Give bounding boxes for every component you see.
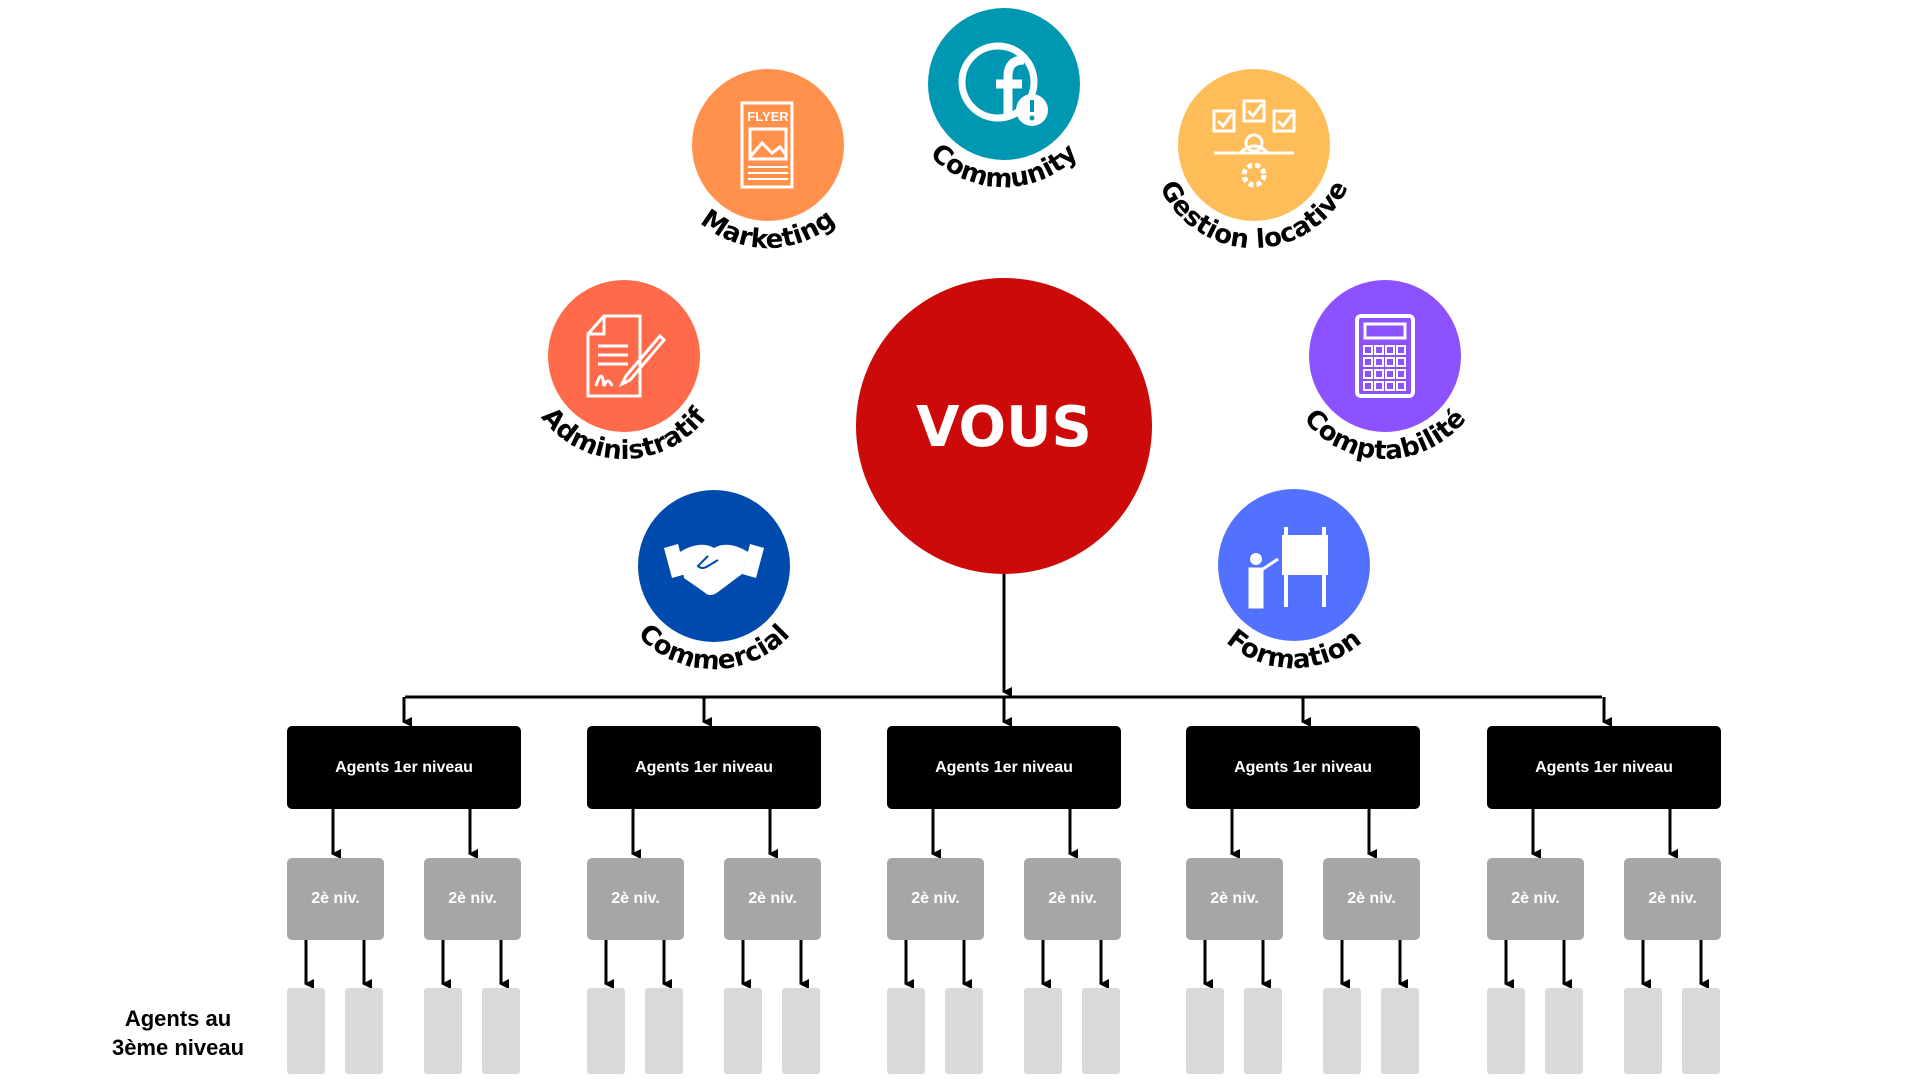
level1-agent-box: Agents 1er niveau [1186,726,1420,809]
level2-agent-label: 2è niv. [1347,890,1396,907]
department-gestion-locative: Gestion locative [1153,69,1355,255]
level1-agent-label: Agents 1er niveau [935,758,1073,776]
level3-agent-box [482,988,520,1074]
department-circle [692,69,844,221]
department-commercial: Commercial [632,490,796,677]
level3-agent-box [782,988,820,1074]
level1-agent-box: Agents 1er niveau [887,726,1121,809]
level2-agent-label: 2è niv. [1048,890,1097,907]
level3-agent-box [587,988,625,1074]
center-node: VOUS [856,278,1152,574]
level3-agent-box [345,988,383,1074]
level2-agent-box: 2è niv. [1024,858,1121,940]
level2-agent-box: 2è niv. [724,858,821,940]
level3-caption: Agents au 3ème niveau [88,1004,268,1062]
level3-agent-box [424,988,462,1074]
level1-agent-label: Agents 1er niveau [1535,758,1673,776]
level2-agent-label: 2è niv. [311,890,360,907]
level2-agent-box: 2è niv. [1323,858,1420,940]
department-formation: Formation [1218,489,1370,676]
level3-agent-box [1545,988,1583,1074]
level2-agent-box: 2è niv. [287,858,384,940]
level3-agent-box [1024,988,1062,1074]
level3-agent-box [887,988,925,1074]
level3-caption-line1: Agents au [124,1006,232,1031]
level3-agent-box [1186,988,1224,1074]
level1-agent-label: Agents 1er niveau [1234,758,1372,776]
level3-agent-box [287,988,325,1074]
level3-agent-box [1244,988,1282,1074]
level3-agent-box [1624,988,1662,1074]
level2-agent-box: 2è niv. [587,858,684,940]
task-management-icon [1212,99,1296,188]
level3-agent-box [1381,988,1419,1074]
connector-lines [304,574,1709,989]
level2-agent-box: 2è niv. [1186,858,1283,940]
department-circle [1309,280,1461,432]
handshake-icon [664,544,764,595]
level2-agent-label: 2è niv. [611,890,660,907]
level3-agent-box [645,988,683,1074]
facebook-alert-icon [958,42,1048,126]
presentation-board-icon [1248,527,1328,609]
center-circle [856,278,1152,574]
level3-agent-box [1682,988,1720,1074]
level1-agent-box: Agents 1er niveau [587,726,821,809]
department-community: Community [925,8,1083,195]
center-label: VOUS [916,395,1092,460]
level1-agent-box: Agents 1er niveau [287,726,521,809]
level2-agent-label: 2è niv. [1511,890,1560,907]
level2-agent-label: 2è niv. [911,890,960,907]
level2-agent-box: 2è niv. [887,858,984,940]
level3-agent-box [724,988,762,1074]
level2-agent-label: 2è niv. [1210,890,1259,907]
level3-caption-line2: 3ème niveau [111,1035,245,1060]
calculator-icon [1355,314,1415,398]
level2-agent-box: 2è niv. [424,858,521,940]
level1-agent-label: Agents 1er niveau [635,758,773,776]
level1-agent-box: Agents 1er niveau [1487,726,1721,809]
flyer-icon: FLYER [740,101,794,189]
department-administratif: Administratif [535,280,713,466]
level1-agent-label: Agents 1er niveau [335,758,473,776]
level2-agent-box: 2è niv. [1624,858,1721,940]
level2-agent-label: 2è niv. [1648,890,1697,907]
level3-agent-box [945,988,983,1074]
level3-agent-box [1082,988,1120,1074]
level2-agent-label: 2è niv. [448,890,497,907]
department-comptabilite: Comptabilité [1298,280,1472,466]
level3-agent-box [1487,988,1525,1074]
signed-document-icon [586,314,667,398]
level3-agent-box [1323,988,1361,1074]
level2-agent-box: 2è niv. [1487,858,1584,940]
level2-agent-label: 2è niv. [748,890,797,907]
flyer-text: FLYER [747,109,789,124]
